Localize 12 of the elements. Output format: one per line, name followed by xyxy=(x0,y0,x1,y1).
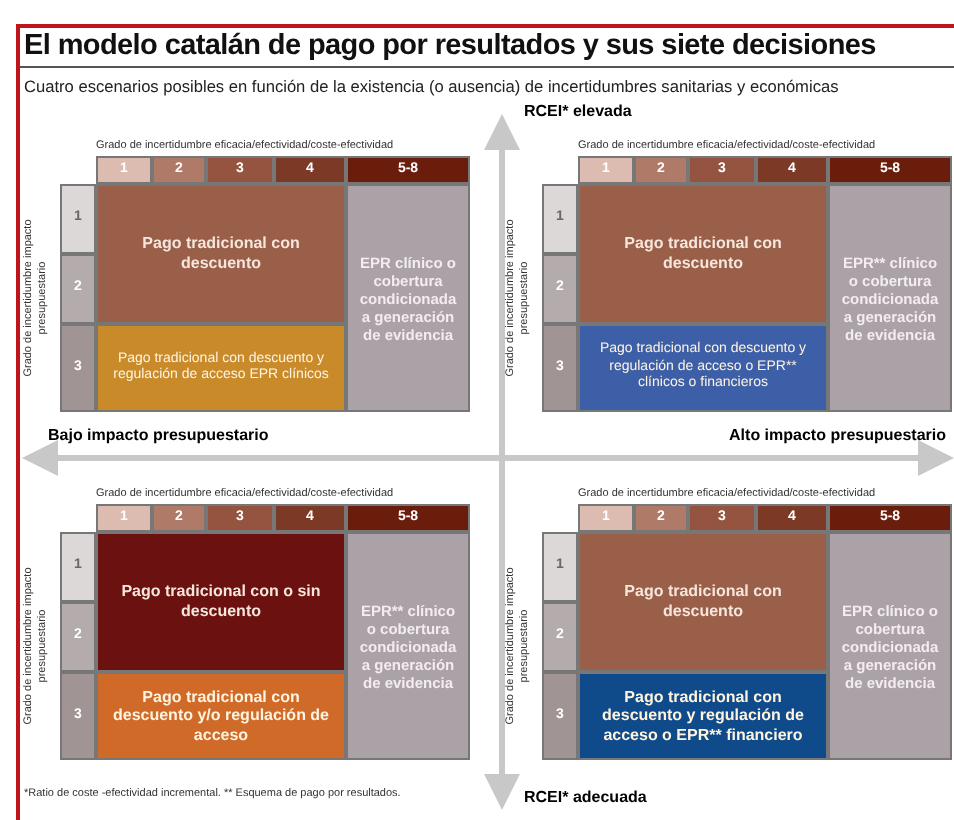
decision-block: Pago tradicional con descuento y regulación de acceso o EPR** financiero xyxy=(578,672,828,760)
decision-block: Pago tradicional con descuento xyxy=(578,532,828,672)
subtitle: Cuatro escenarios posibles en función de la existencia (o ausencia) de incertidumbres sanitarias y económicas xyxy=(24,74,839,99)
axis-label: Bajo impacto presupuestario xyxy=(48,424,269,448)
diagram-title: El modelo catalán de pago por resultados y sus siete decisiones xyxy=(24,28,876,64)
decision-block: Pago tradicional con descuento xyxy=(96,184,346,324)
axis-label: Alto impacto presupuestario xyxy=(729,424,946,448)
decision-block: Pago tradicional con o sin descuento xyxy=(96,532,346,672)
axis-label: RCEI* elevada xyxy=(524,100,632,124)
decision-block: Pago tradicional con descuento xyxy=(578,184,828,324)
decision-block: Pago tradicional con descuento y/o regulación de acceso xyxy=(96,672,346,760)
axis-label: RCEI* adecuada xyxy=(524,786,647,810)
